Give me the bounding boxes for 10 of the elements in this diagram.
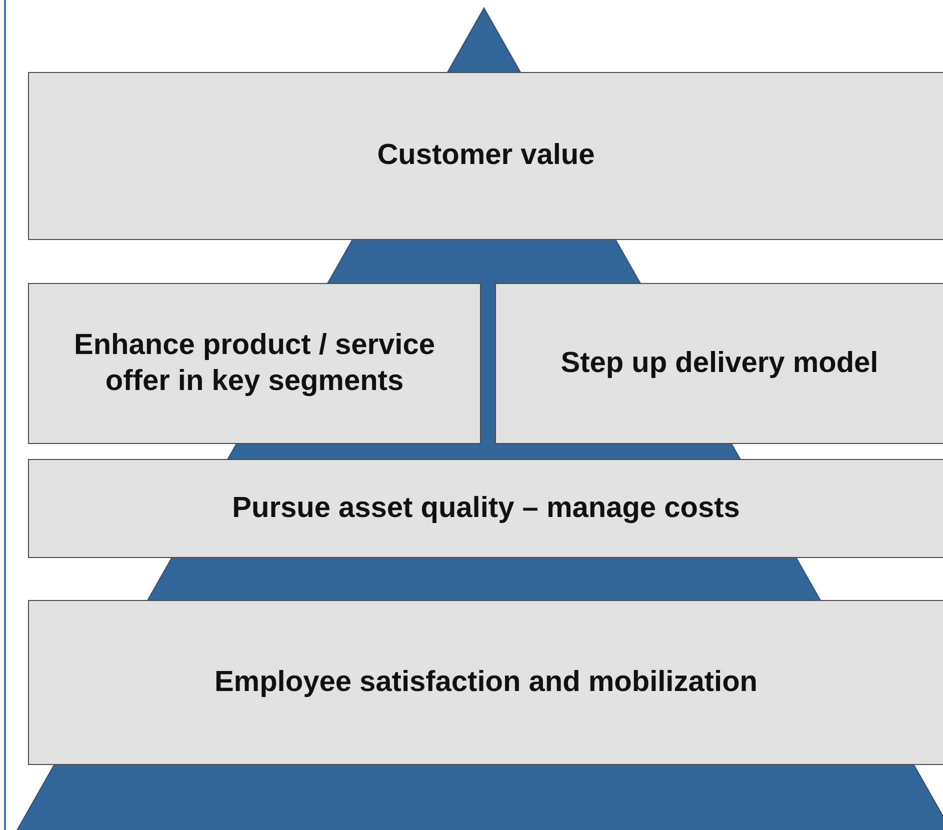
- tier-box: [28, 283, 481, 444]
- tier-box: [28, 72, 943, 240]
- tier-box: [495, 283, 943, 444]
- tier-label: Enhance product / service offer in key segments: [72, 328, 436, 398]
- tier-label: Employee satisfaction and mobilization: [214, 664, 758, 700]
- tier-box: [28, 459, 943, 558]
- tier-label: Step up delivery model: [560, 346, 878, 381]
- tier-label: Pursue asset quality – manage costs: [232, 490, 740, 526]
- tier-box: [28, 600, 943, 765]
- tier-label: Customer value: [377, 138, 595, 174]
